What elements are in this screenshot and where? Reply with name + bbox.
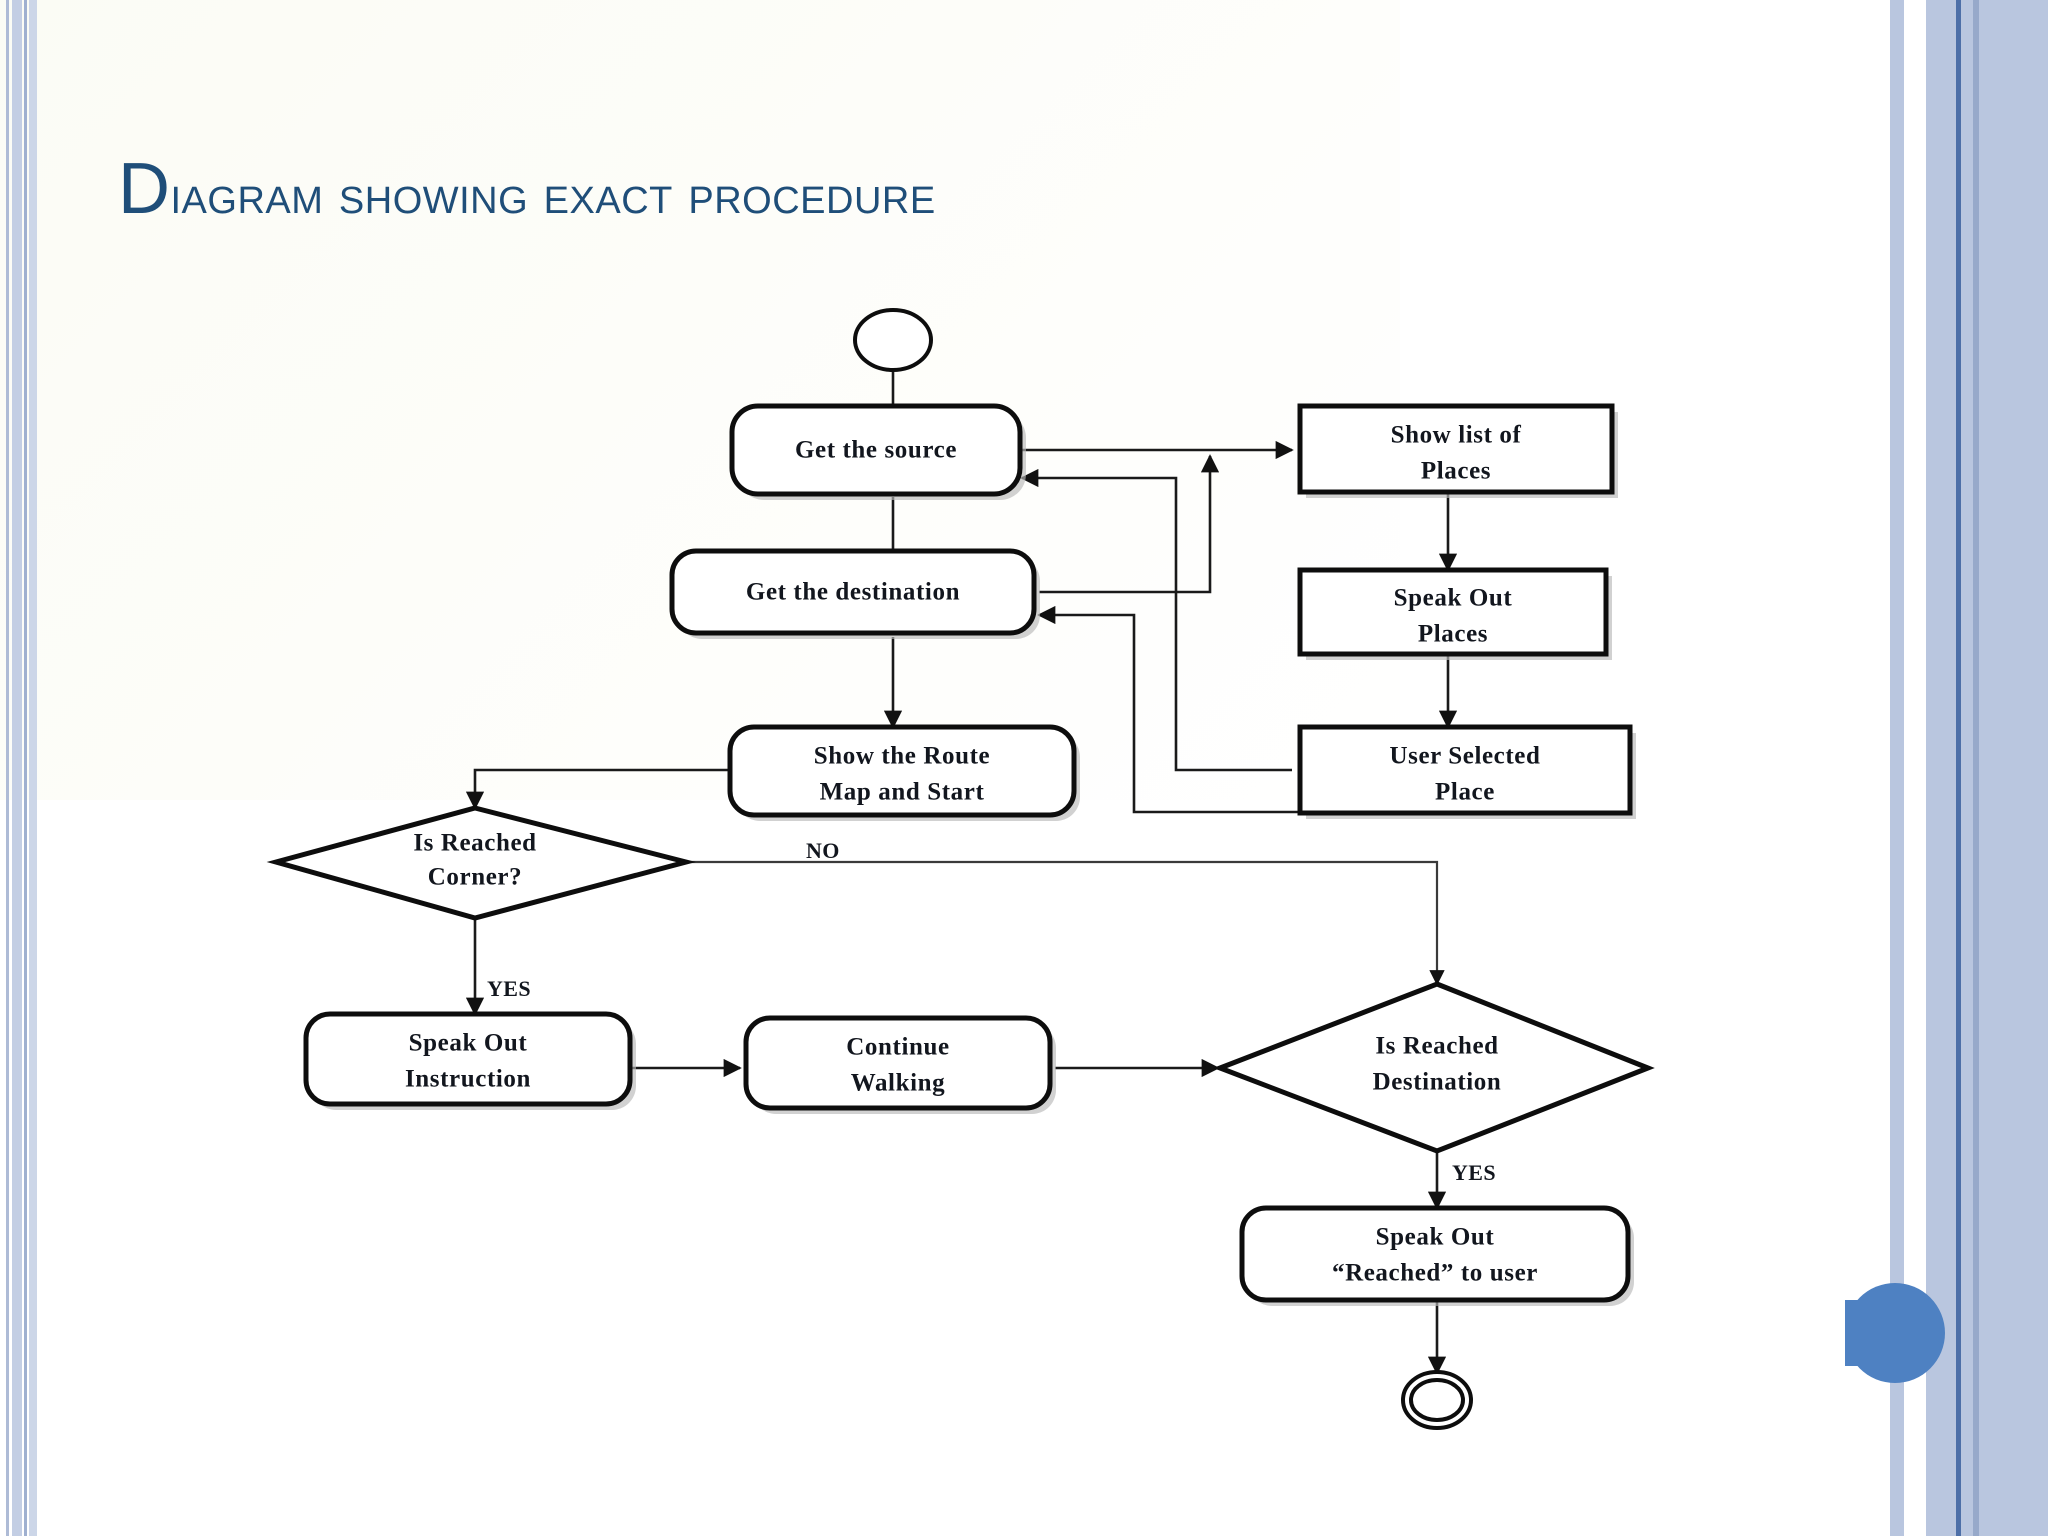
- node-get-the-source[interactable]: Get the source: [729, 403, 1026, 500]
- border-stripe: [1961, 0, 1973, 1536]
- node-show-list-of-places-line2: Places: [1421, 458, 1491, 485]
- node-speak-out-reached-line2: “Reached” to user: [1332, 1260, 1538, 1287]
- node-get-the-destination[interactable]: Get the destination: [669, 548, 1040, 639]
- node-user-selected-place[interactable]: User Selected Place: [1297, 724, 1636, 819]
- node-is-reached-destination-line2: Destination: [1373, 1069, 1502, 1096]
- node-start[interactable]: [853, 308, 933, 372]
- edge-label-corner-yes: YES: [487, 976, 531, 1001]
- edge-label-corner-no: NO: [806, 838, 840, 863]
- border-stripe: [24, 0, 27, 1536]
- node-show-list-of-places[interactable]: Show list of Places: [1297, 403, 1618, 498]
- node-continue-walking-line1: Continue: [846, 1034, 949, 1061]
- node-speak-out-instruction-line2: Instruction: [405, 1066, 531, 1093]
- page-title-rest: iagram showing exact procedure: [170, 165, 936, 225]
- border-stripe: [6, 0, 9, 1536]
- node-is-reached-corner-line1: Is Reached: [413, 830, 536, 857]
- node-speak-out-instruction[interactable]: Speak Out Instruction: [303, 1011, 636, 1110]
- node-speak-out-reached-line1: Speak Out: [1376, 1224, 1495, 1251]
- border-stripe: [29, 0, 37, 1536]
- node-speak-out-reached[interactable]: Speak Out “Reached” to user: [1239, 1205, 1634, 1306]
- edge-show-route-to-corner-decision: [465, 768, 729, 810]
- right-border-stripes: [1848, 0, 2048, 1536]
- node-show-the-route-line1: Show the Route: [814, 743, 990, 770]
- node-continue-walking[interactable]: Continue Walking: [743, 1015, 1056, 1114]
- node-speak-out-places-line2: Places: [1418, 621, 1488, 648]
- border-stripe: [1973, 0, 1979, 1536]
- edge-user-selected-to-get-destination: [1037, 605, 1448, 814]
- node-show-the-route-map-and-start[interactable]: Show the Route Map and Start: [727, 724, 1080, 821]
- border-stripe: [1926, 0, 1956, 1536]
- left-border-stripes: [0, 0, 48, 1536]
- node-is-reached-corner-line2: Corner?: [428, 864, 522, 891]
- edge-label-destination-yes: YES: [1452, 1160, 1496, 1185]
- node-user-selected-place-line2: Place: [1435, 779, 1495, 806]
- node-is-reached-destination-line1: Is Reached: [1375, 1033, 1498, 1060]
- node-continue-walking-line2: Walking: [851, 1070, 946, 1097]
- node-end[interactable]: [1401, 1370, 1473, 1430]
- border-stripe: [12, 0, 22, 1536]
- node-is-reached-corner-decision[interactable]: Is Reached Corner?: [266, 805, 696, 921]
- page-title: Diagram showing exact procedure: [118, 148, 936, 230]
- border-stripe: [1956, 0, 1961, 1536]
- node-show-list-of-places-line1: Show list of: [1391, 422, 1522, 449]
- node-get-the-source-label: Get the source: [795, 437, 957, 464]
- edge-user-selected-to-get-source: [1020, 468, 1292, 772]
- node-speak-out-places-line1: Speak Out: [1394, 585, 1513, 612]
- blue-circle-flat-edge: [1845, 1300, 1859, 1366]
- node-user-selected-place-line1: User Selected: [1389, 743, 1540, 770]
- edge-get-destination-to-show-list: [1039, 454, 1220, 594]
- border-stripe: [1904, 0, 1926, 1536]
- node-is-reached-destination-decision[interactable]: Is Reached Destination: [1213, 981, 1655, 1154]
- node-get-the-destination-label: Get the destination: [746, 579, 960, 606]
- border-stripe: [1890, 0, 1904, 1536]
- node-show-the-route-line2: Map and Start: [820, 779, 985, 806]
- page-title-dropcap: D: [118, 149, 171, 229]
- edge-corner-no-to-destination-decision: [686, 860, 1445, 986]
- border-stripe: [1979, 0, 2048, 1536]
- node-speak-out-places[interactable]: Speak Out Places: [1297, 567, 1612, 660]
- node-speak-out-instruction-line1: Speak Out: [409, 1030, 528, 1057]
- blue-circle-decoration: [1845, 1283, 1945, 1383]
